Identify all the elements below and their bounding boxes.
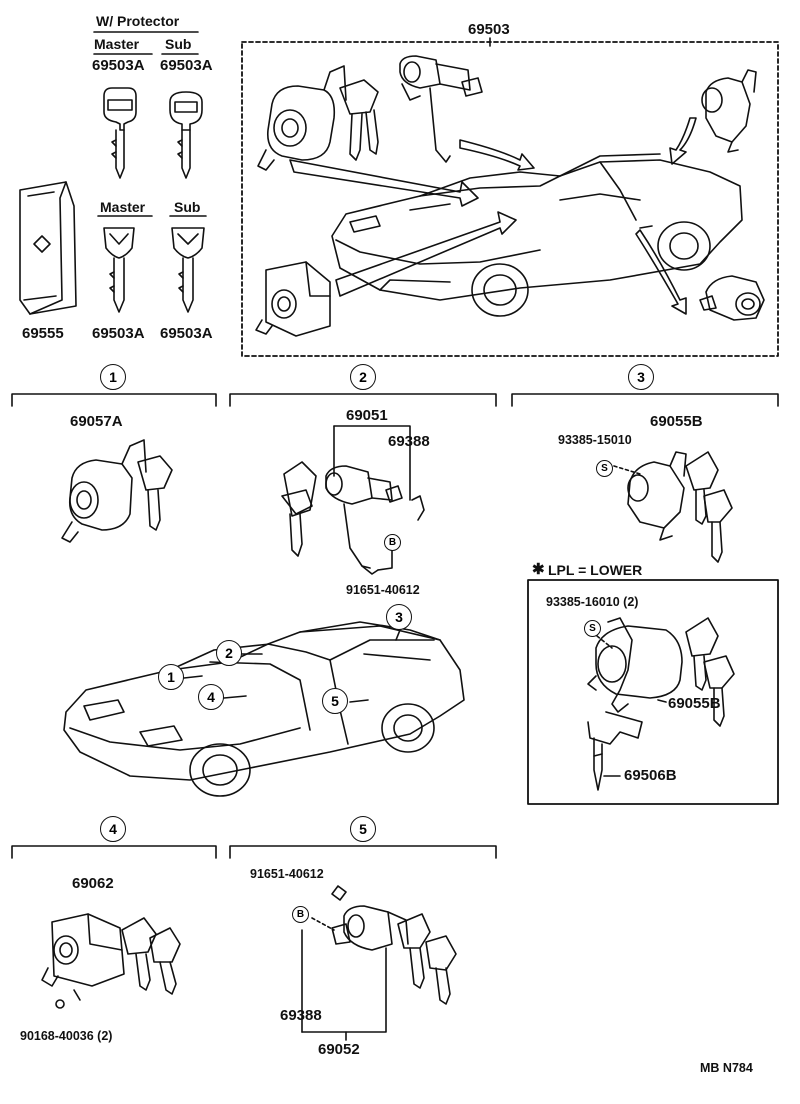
section3-hatch-lock-icon — [627, 451, 687, 541]
diagram-code: MB N784 — [700, 1061, 753, 1075]
section-3-number: 3 — [628, 364, 654, 390]
lpl-star: ✱ — [532, 561, 545, 578]
section1-ignition-lock-icon — [61, 439, 147, 543]
master-key-icon — [97, 215, 153, 313]
protector-header-underline — [93, 31, 199, 55]
section-2-number: 2 — [350, 364, 376, 390]
s2-bolt-part-number: 91651-40612 — [346, 583, 420, 597]
section2-door-lock-icon — [283, 461, 425, 575]
lpl-part-leader — [657, 699, 667, 703]
section-5-number: 5 — [350, 816, 376, 842]
sub2-part-number: 69503A — [160, 325, 213, 342]
key-case-icon — [19, 181, 77, 315]
s5-bolt-part-number: 91651-40612 — [250, 867, 324, 881]
s2-spring-part-number: 69388 — [388, 433, 430, 450]
section2-key-icon — [281, 489, 313, 557]
section-brackets — [11, 393, 779, 859]
s3-part-number: 69055B — [650, 413, 703, 430]
door-lock-assembly-icon — [399, 55, 483, 163]
lpl-box — [527, 579, 779, 805]
car-top-drawing — [331, 153, 743, 317]
master2-label: Master — [100, 199, 146, 215]
sub-label: Sub — [165, 36, 192, 52]
section4-keys-icon — [121, 917, 181, 995]
lpl-screw-leader — [596, 635, 613, 649]
lpl-screw-part-number: 93385-16010 (2) — [546, 595, 639, 609]
section5-keys-icon — [397, 913, 457, 1005]
s1-part-number: 69057A — [70, 413, 123, 430]
lpl-rod-icon — [587, 711, 643, 791]
section2-leader-lines — [333, 425, 411, 571]
master-key-protector-icon — [103, 87, 137, 179]
glovebox-lock-icon — [255, 261, 331, 337]
sub-key-protector-icon — [169, 91, 203, 179]
s2-main-part-number: 69051 — [346, 407, 388, 424]
master2-part-number: 69503A — [92, 325, 145, 342]
lpl-part-number: 69055B — [668, 695, 721, 712]
s5-part-number: 69052 — [318, 1041, 360, 1058]
s5-spring-part-number: 69388 — [280, 1007, 322, 1024]
car-callout-1: 1 — [158, 664, 184, 690]
master-label: Master — [94, 36, 140, 52]
section1-ignition-key-icon — [137, 455, 173, 531]
lpl-keys-icon — [685, 617, 735, 727]
sub-part-number: 69503A — [160, 57, 213, 74]
trunk-lock-icon — [699, 275, 765, 321]
sub2-label: Sub — [174, 199, 201, 215]
lpl-screw-badge: S — [584, 620, 601, 637]
ignition-lock-icon — [257, 65, 347, 171]
assembly-guide-arrows — [289, 117, 697, 315]
car-callout-2: 2 — [216, 640, 242, 666]
ignition-key-icon — [339, 79, 379, 161]
section4-glove-lock-icon — [41, 913, 125, 1009]
s4-screw-part-number: 90168-40036 (2) — [20, 1029, 113, 1043]
section5-leader-lines — [301, 917, 387, 1041]
section3-screw-leader — [613, 465, 641, 475]
assembly-dashed-box — [241, 41, 779, 357]
section5-door-lock-icon — [331, 885, 409, 951]
section-4-number: 4 — [100, 816, 126, 842]
key-case-part-number: 69555 — [22, 325, 64, 342]
s3-screw-badge: S — [596, 460, 613, 477]
car-callout-5: 5 — [322, 688, 348, 714]
hatch-lock-icon — [701, 69, 757, 153]
lpl-header: LPL = LOWER — [548, 562, 643, 578]
protector-header: W/ Protector — [96, 13, 180, 29]
section3-keys-icon — [685, 451, 733, 563]
lpl-hatch-lock-icon — [587, 617, 683, 713]
s2-bolt-badge: B — [384, 534, 401, 551]
car-callout-3: 3 — [386, 604, 412, 630]
section-1-number: 1 — [100, 364, 126, 390]
master-part-number: 69503A — [92, 57, 145, 74]
sub-key-icon — [169, 215, 207, 313]
s5-bolt-badge: B — [292, 906, 309, 923]
car-callout-leaders — [183, 629, 401, 703]
assembly-part-number: 69503 — [468, 21, 510, 38]
lpl-rod-part-number: 69506B — [624, 767, 677, 784]
car-callout-4: 4 — [198, 684, 224, 710]
car-center-drawing — [63, 621, 465, 797]
s3-screw-part-number: 93385-15010 — [558, 433, 632, 447]
s4-part-number: 69062 — [72, 875, 114, 892]
